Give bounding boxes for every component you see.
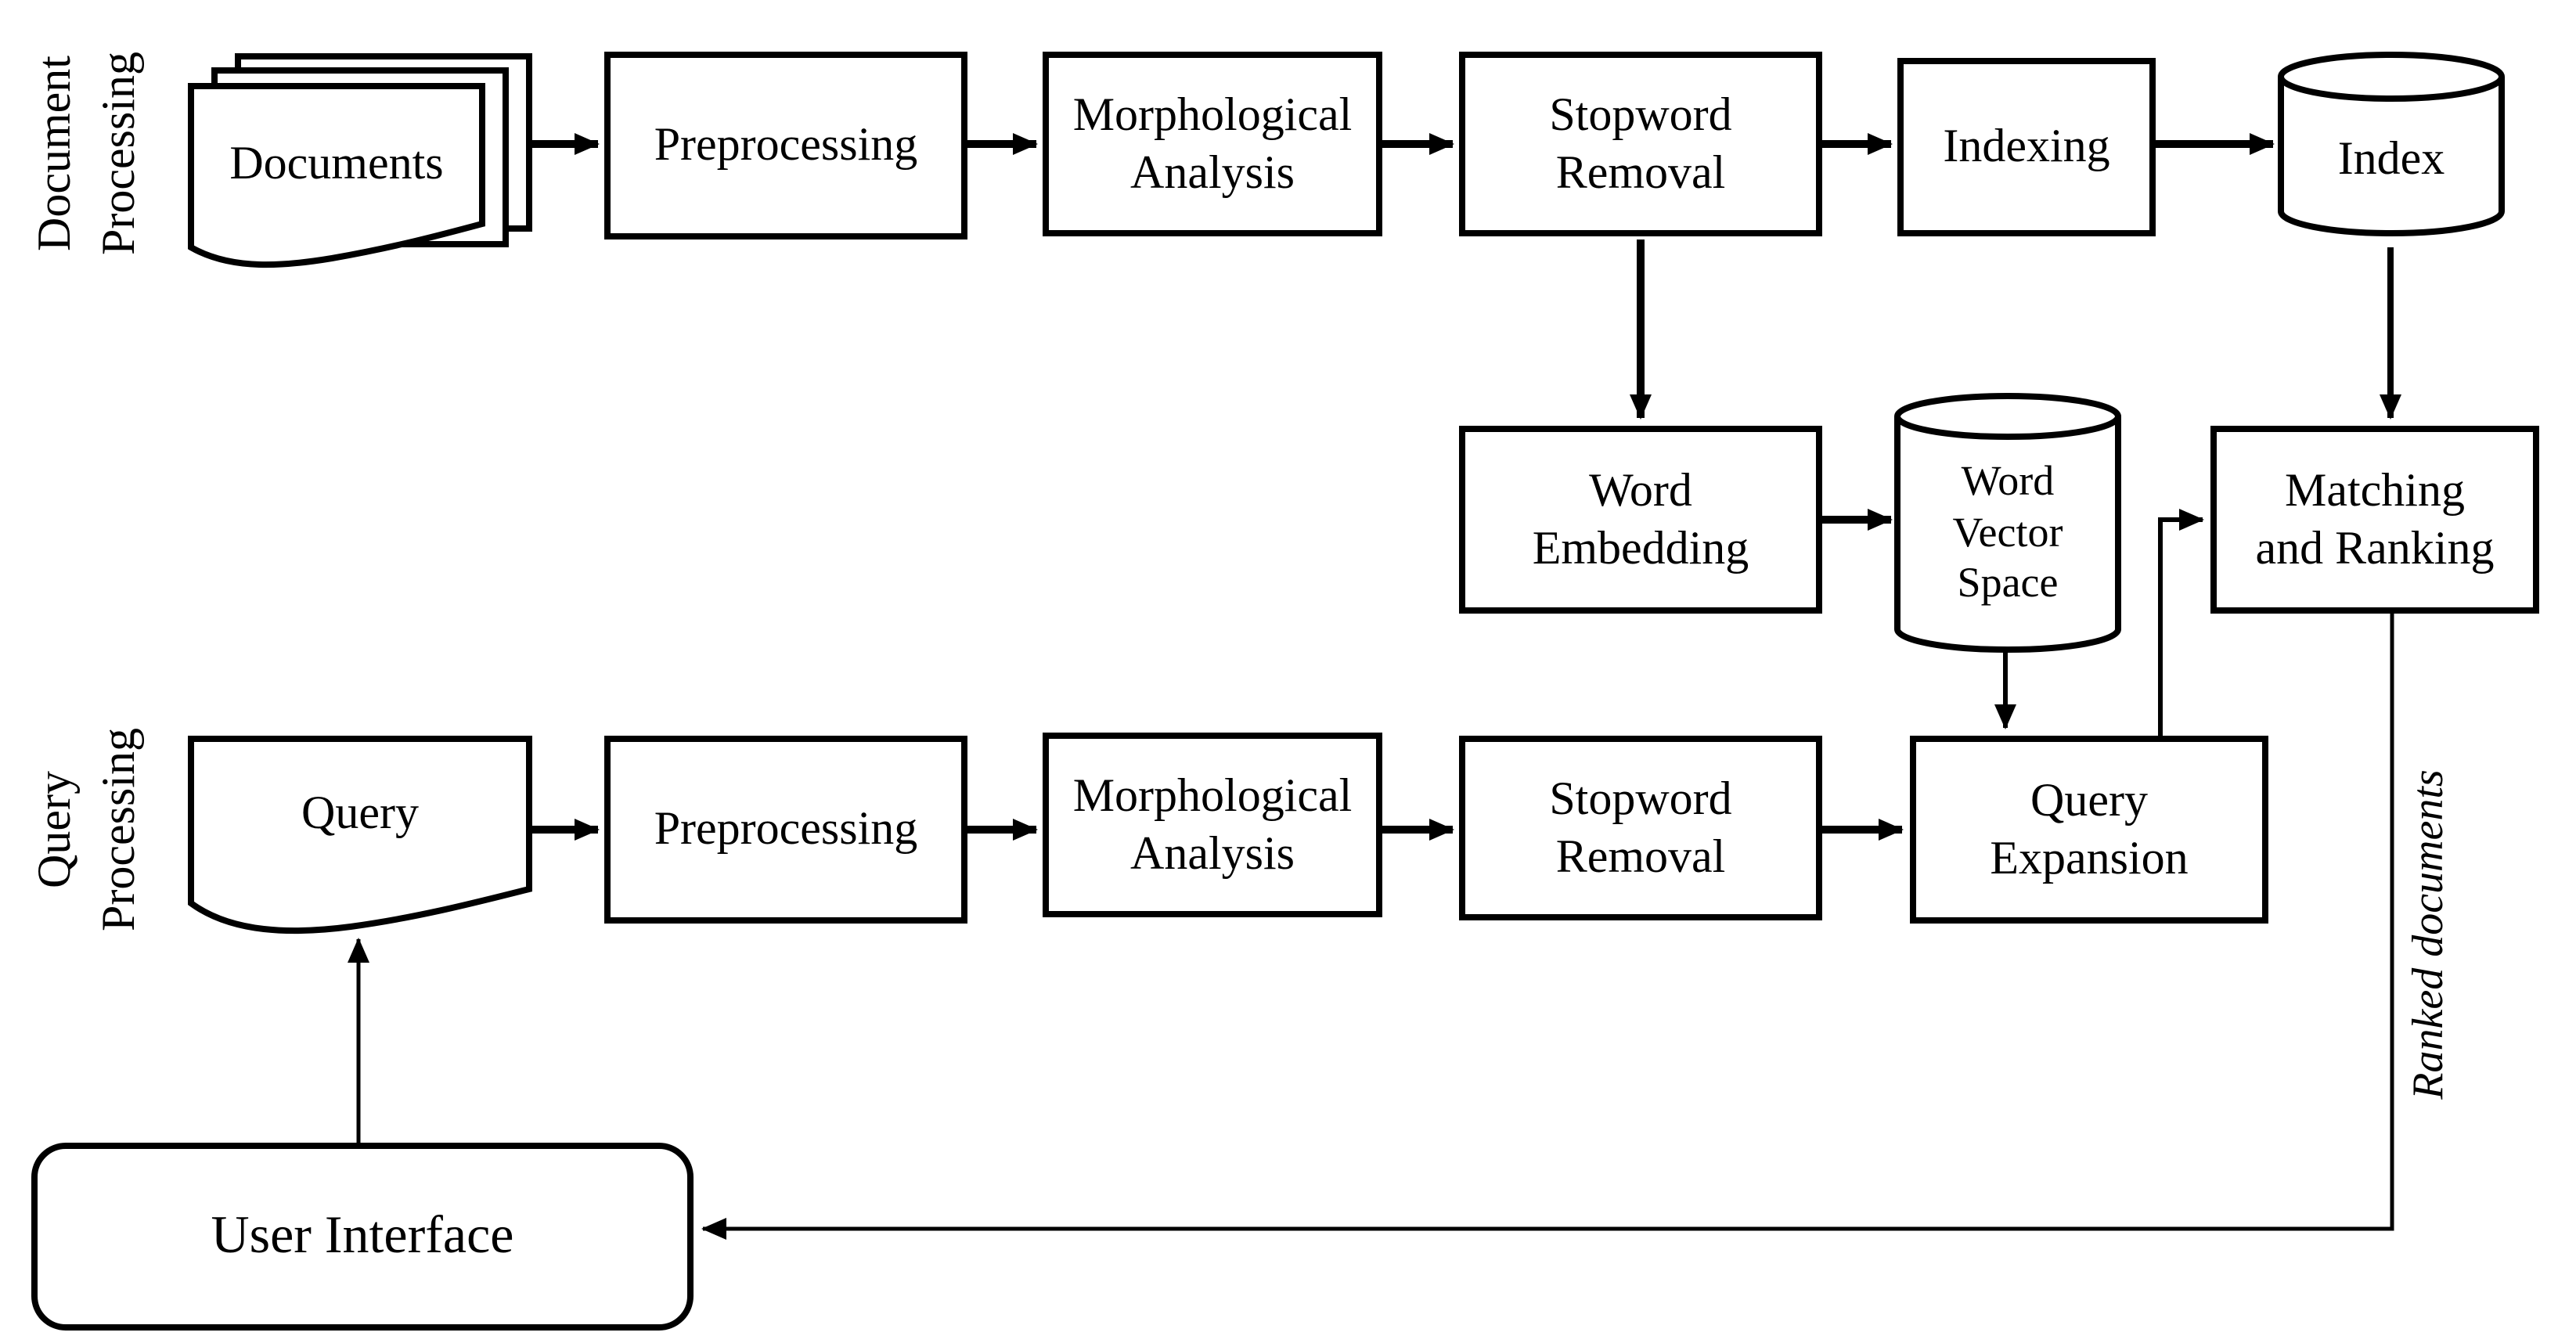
node-preprocessing-top: Preprocessing [604, 52, 967, 239]
lane-label-document-processing: Document Processing [29, 52, 144, 255]
query-page-shape [188, 736, 532, 934]
node-preprocessing-bottom: Preprocessing [604, 736, 967, 924]
node-morphological-analysis-top: Morphological Analysis [1043, 52, 1382, 236]
documents-stack-icon [188, 53, 532, 268]
node-matching-and-ranking: Matching and Ranking [2210, 426, 2539, 614]
node-word-embedding: Word Embedding [1459, 426, 1822, 614]
arrow-matching-to-user-interface [701, 614, 2394, 1240]
arrow-query-expansion-to-matching [2158, 509, 2204, 736]
node-user-interface: User Interface [31, 1143, 694, 1331]
documents-front-page [188, 83, 485, 268]
node-indexing: Indexing [1897, 58, 2156, 236]
node-morphological-analysis-bottom: Morphological Analysis [1043, 733, 1382, 917]
word-vector-space-cylinder [1894, 393, 2121, 653]
node-stopword-removal-bottom: Stopword Removal [1459, 736, 1822, 920]
index-cylinder [2278, 52, 2505, 236]
ranked-documents-label: Ranked documents [2405, 769, 2453, 1100]
lane-label-query-processing: Query Processing [29, 728, 144, 931]
node-stopword-removal-top: Stopword Removal [1459, 52, 1822, 236]
node-query-expansion: Query Expansion [1910, 736, 2268, 924]
